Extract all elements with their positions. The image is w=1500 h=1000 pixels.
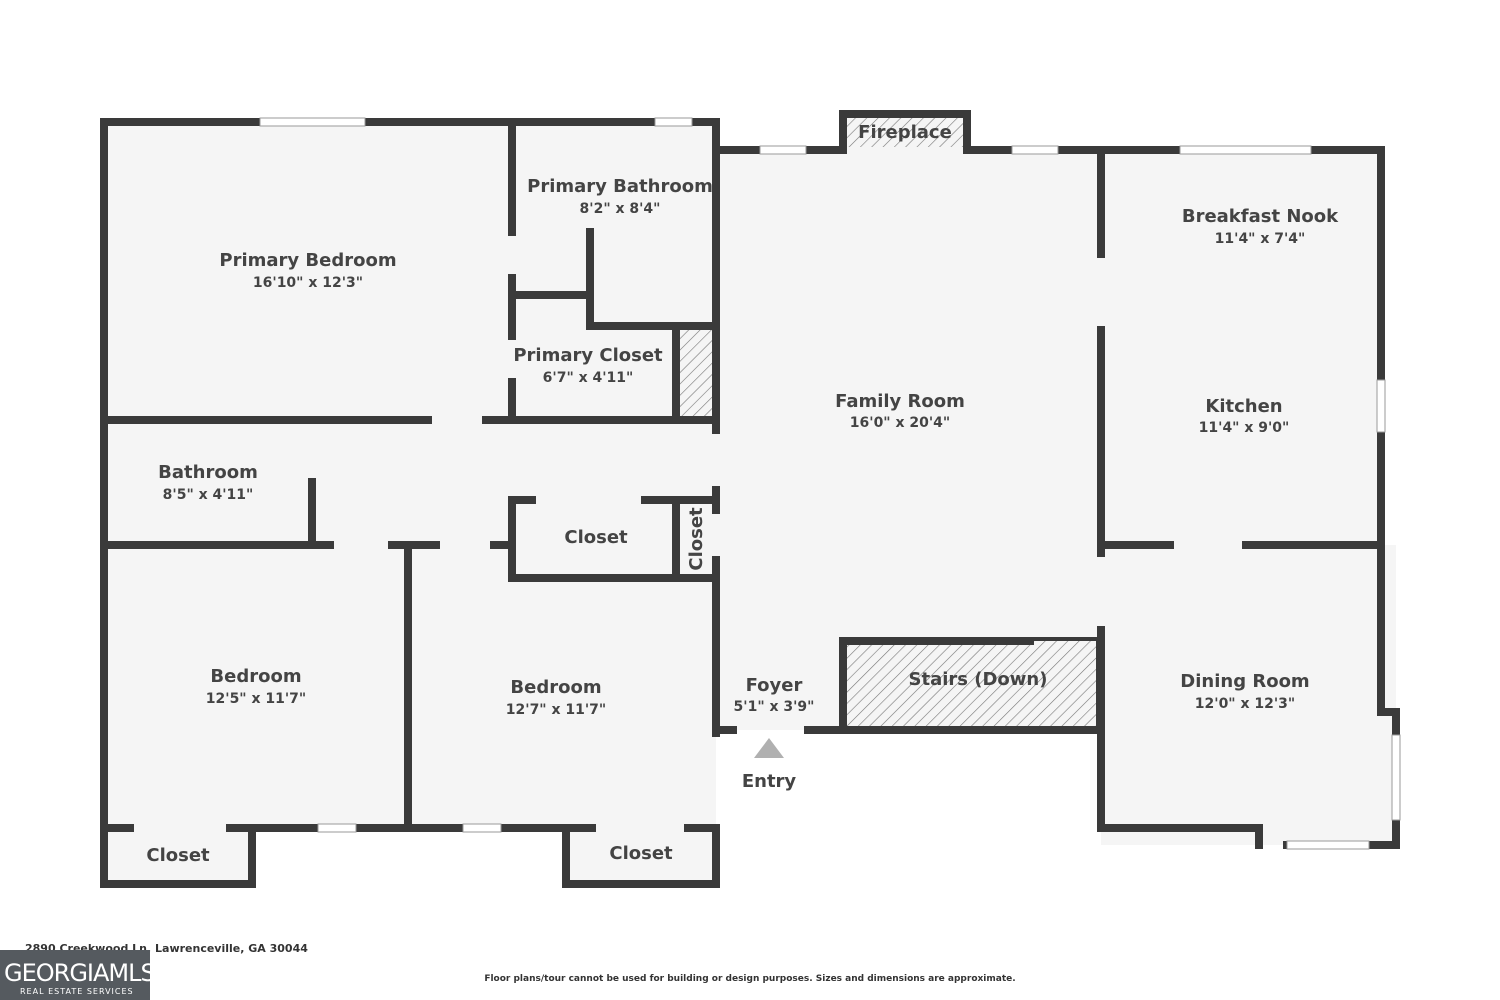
windows [259, 117, 1401, 850]
mid-closet-label: Closet [609, 843, 673, 864]
dining-room-name: Dining Room [1180, 671, 1309, 692]
family-room-name: Family Room [835, 391, 965, 412]
dining-room-dims: 12'0" x 12'3" [1195, 696, 1295, 712]
fireplace-label: Fireplace [858, 122, 952, 143]
vertical-closet-label: Closet [686, 507, 707, 571]
fireplace-hatch [846, 117, 964, 147]
bathroom-dims: 8'5" x 4'11" [163, 487, 254, 503]
hall-closet-label: Closet [564, 527, 628, 548]
logo-sub-text: REAL ESTATE SERVICES [20, 987, 134, 996]
family-room-dims: 16'0" x 20'4" [850, 415, 950, 431]
bedroom-left-dims: 12'5" x 11'7" [206, 691, 306, 707]
bedroom-mid-dims: 12'7" x 11'7" [506, 702, 606, 718]
breakfast-nook-dims: 11'4" x 7'4" [1215, 231, 1306, 247]
primary-bathroom-dims: 8'2" x 8'4" [580, 201, 661, 217]
primary-bedroom-dims: 16'10" x 12'3" [253, 275, 363, 291]
bathroom-name: Bathroom [158, 462, 258, 483]
disclaimer: Floor plans/tour cannot be used for buil… [484, 974, 1016, 984]
entry-arrow-icon [754, 738, 784, 758]
stairs-label: Stairs (Down) [909, 669, 1048, 690]
foyer-name: Foyer [746, 675, 803, 696]
primary-closet-dims: 6'7" x 4'11" [543, 370, 634, 386]
floor-fill [104, 114, 1396, 884]
left-closet-label: Closet [146, 845, 210, 866]
chase-hatch [680, 330, 712, 418]
foyer-dims: 5'1" x 3'9" [734, 699, 815, 715]
kitchen-name: Kitchen [1205, 396, 1282, 417]
kitchen-dims: 11'4" x 9'0" [1199, 420, 1290, 436]
entry-label: Entry [742, 771, 797, 792]
bedroom-mid-name: Bedroom [510, 677, 601, 698]
bedroom-left-name: Bedroom [210, 666, 301, 687]
logo-main-text: GEORGIAMLS [4, 959, 156, 987]
primary-closet-name: Primary Closet [513, 345, 663, 366]
primary-bedroom-name: Primary Bedroom [219, 250, 396, 271]
stairs-hatch [846, 641, 1098, 727]
georgiamls-logo: GEORGIAMLS REAL ESTATE SERVICES [0, 950, 156, 1000]
primary-bathroom-name: Primary Bathroom [527, 176, 713, 197]
breakfast-nook-name: Breakfast Nook [1182, 206, 1339, 227]
